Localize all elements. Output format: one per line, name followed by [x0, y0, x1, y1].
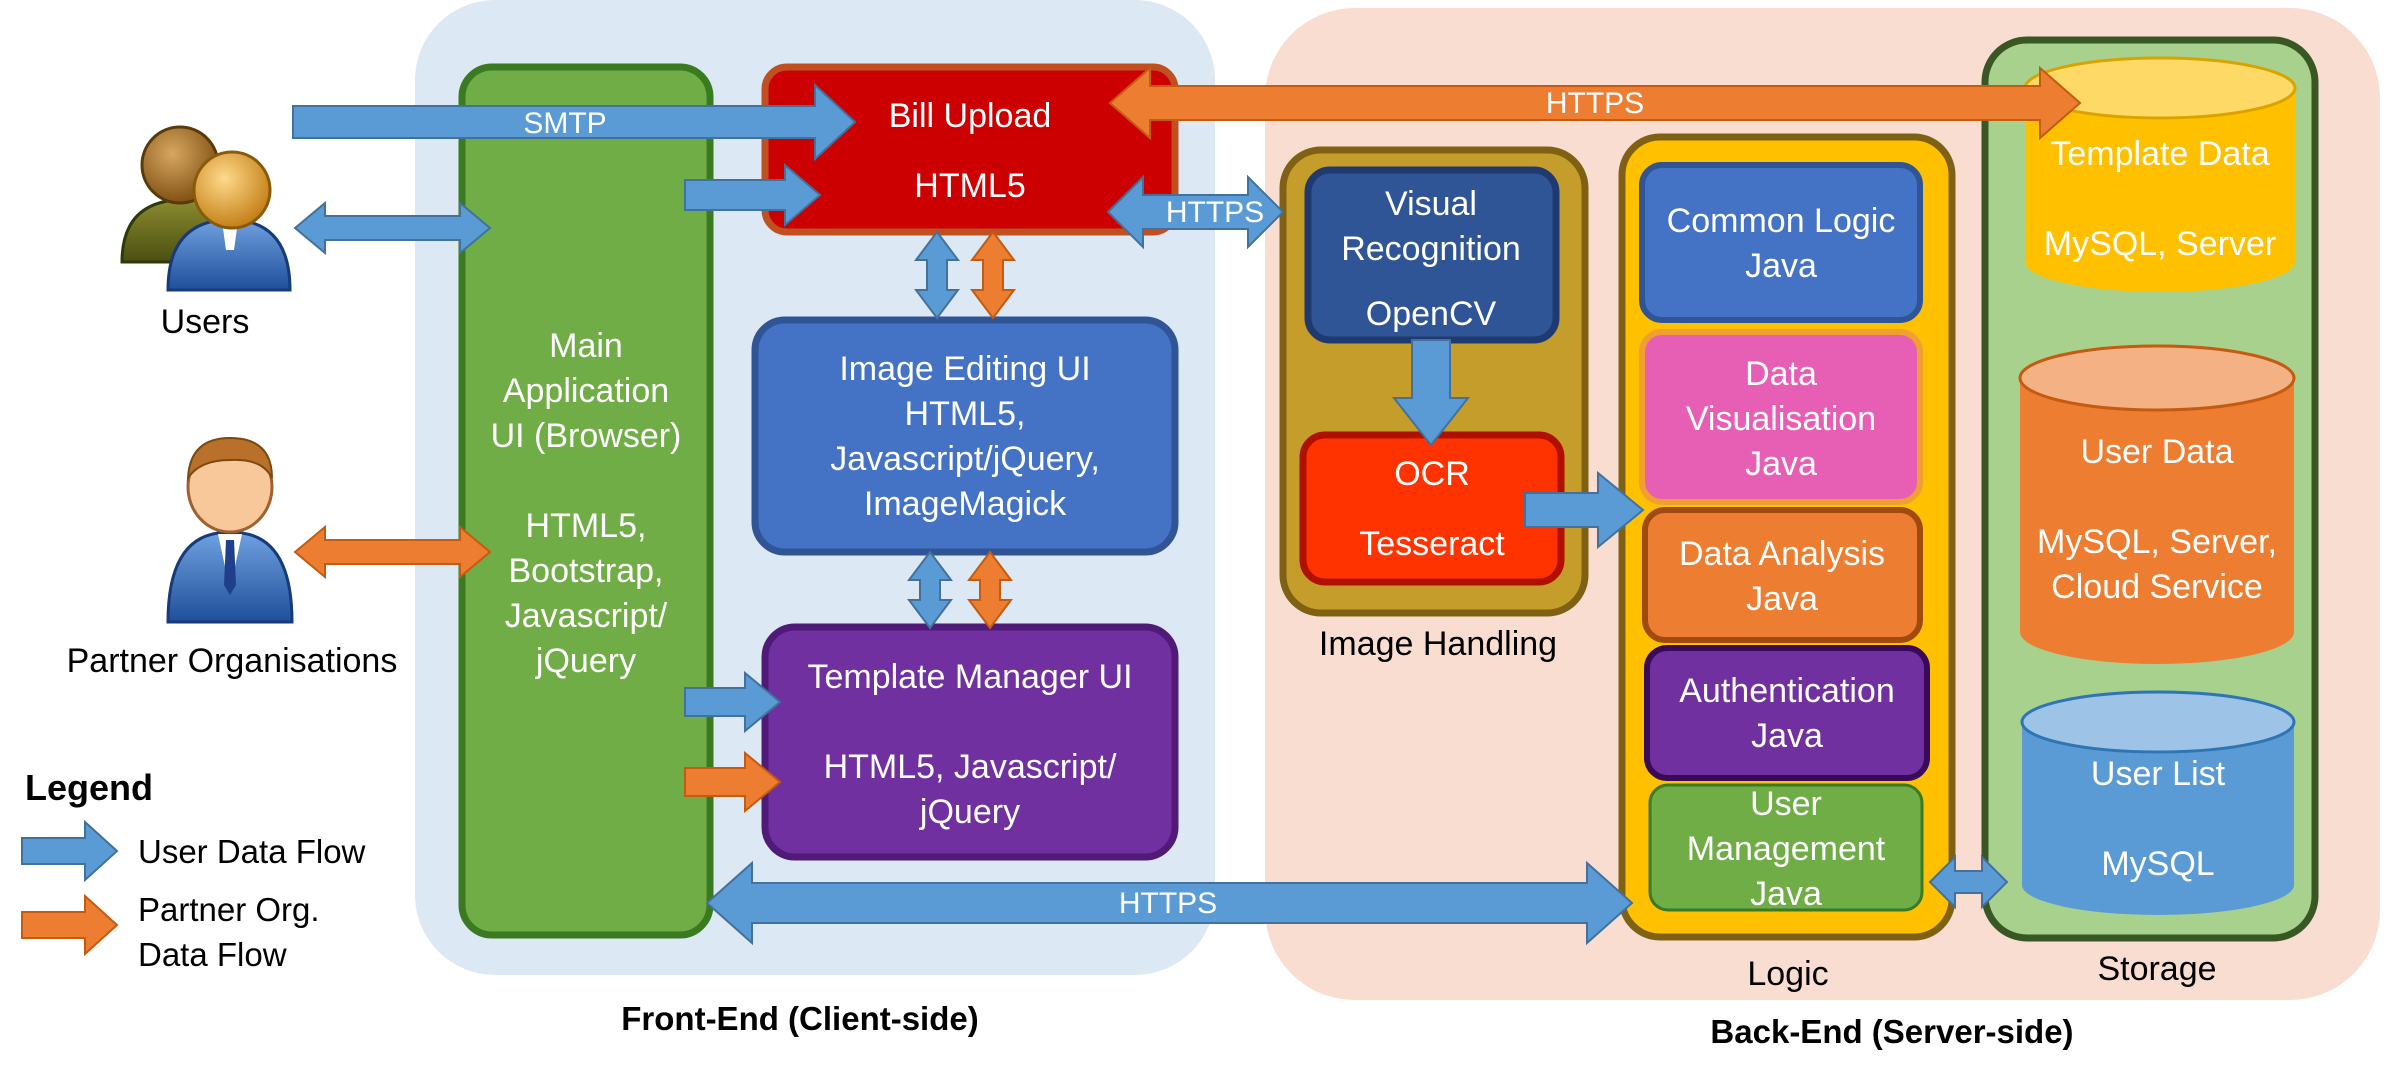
template-manager-label: Template Manager UI: [807, 658, 1132, 696]
main-app-label-1: Main: [549, 327, 623, 365]
legend-partner-flow-arrow: [21, 893, 119, 957]
main-app-box: [458, 63, 714, 939]
main-app-tech-2: Bootstrap,: [509, 552, 664, 590]
smtp-arrow-label: SMTP: [523, 107, 606, 140]
visual-recognition-tech: OpenCV: [1366, 295, 1497, 333]
https-storage-arrow-label: HTTPS: [1546, 87, 1644, 120]
user-list-label: User List: [2091, 755, 2226, 793]
visual-recognition-label-2: Recognition: [1341, 230, 1521, 268]
user-list-tech: MySQL: [2101, 845, 2214, 883]
template-data-tech: MySQL, Server: [2044, 225, 2276, 263]
data-visualisation-box: [1639, 329, 1923, 505]
image-editing-template-user-arrow: [907, 550, 953, 630]
https-visual-recognition-arrow: [1106, 174, 1285, 250]
main-app-tech-1: HTML5,: [526, 507, 647, 545]
https-logic-arrow-label: HTTPS: [1119, 887, 1217, 920]
smtp-arrow: [292, 82, 857, 162]
partner-organisations-label: Partner Organisations: [67, 642, 398, 680]
bill-image-editing-user-arrow: [914, 230, 960, 320]
legend-user-flow-arrow: [21, 819, 119, 883]
users-icon: [120, 125, 292, 292]
storage-label: Storage: [2097, 950, 2216, 988]
user-management-box: [1648, 783, 1924, 912]
template-data-cylinder: [2023, 56, 2297, 292]
authentication-box: [1644, 645, 1930, 781]
image-editing-tech-3: ImageMagick: [864, 485, 1067, 523]
image-editing-tech-1: HTML5,: [905, 395, 1026, 433]
user-management-user-list-arrow: [1928, 854, 2009, 910]
user-management-label-1: User: [1750, 785, 1822, 823]
template-manager-tech-2: jQuery: [919, 793, 1020, 831]
authentication-tech: Java: [1751, 717, 1823, 755]
common-logic-tech: Java: [1745, 247, 1817, 285]
data-visualisation-label-2: Visualisation: [1686, 400, 1876, 438]
main-to-bill-upload-arrow: [684, 162, 822, 228]
data-visualisation-label-1: Data: [1745, 355, 1817, 393]
data-analysis-label: Data Analysis: [1679, 535, 1885, 573]
user-management-label-2: Management: [1687, 830, 1886, 868]
main-app-label-2: Application: [503, 372, 669, 410]
legend-partner-flow-label-1: Partner Org.: [138, 891, 320, 928]
image-editing-template-partner-arrow: [967, 550, 1013, 630]
users-label: Users: [161, 303, 250, 341]
user-data-label: User Data: [2080, 433, 2233, 471]
image-editing-label: Image Editing UI: [839, 350, 1090, 388]
bill-upload-label: Bill Upload: [889, 97, 1052, 135]
user-management-tech: Java: [1750, 875, 1822, 913]
authentication-label: Authentication: [1679, 672, 1895, 710]
data-analysis-tech: Java: [1746, 580, 1818, 618]
visual-to-ocr-arrow: [1391, 339, 1471, 447]
main-app-tech-3: Javascript/: [505, 597, 668, 635]
frontend-label: Front-End (Client-side): [621, 1000, 978, 1037]
user-data-tech-2: Cloud Service: [2051, 568, 2263, 606]
data-visualisation-tech: Java: [1745, 445, 1817, 483]
https-storage-arrow: [1108, 65, 2082, 141]
backend-label: Back-End (Server-side): [1710, 1013, 2073, 1050]
main-app-tech-4: jQuery: [535, 642, 636, 680]
main-app-label-3: UI (Browser): [491, 417, 682, 455]
user-list-cylinder: [2020, 690, 2296, 915]
legend-partner-flow-label-2: Data Flow: [138, 936, 287, 973]
legend-user-flow-label: User Data Flow: [138, 833, 366, 870]
ocr-label: OCR: [1394, 455, 1470, 493]
user-data-tech-1: MySQL, Server,: [2037, 523, 2277, 561]
template-manager-box: [761, 623, 1179, 861]
data-analysis-box: [1642, 507, 1923, 643]
image-editing-box: [751, 316, 1179, 556]
logic-label: Logic: [1747, 955, 1828, 993]
users-main-app-arrow: [293, 200, 492, 256]
visual-recognition-label-1: Visual: [1385, 185, 1477, 223]
bill-image-editing-partner-arrow: [970, 230, 1016, 320]
user-data-cylinder: [2018, 344, 2296, 664]
https-logic-arrow: [705, 860, 1634, 946]
bill-upload-tech: HTML5: [914, 167, 1025, 205]
partner-organisations-icon: [166, 436, 294, 624]
image-handling-label: Image Handling: [1319, 625, 1557, 663]
template-manager-tech-1: HTML5, Javascript/: [824, 748, 1117, 786]
image-editing-tech-2: Javascript/jQuery,: [830, 440, 1100, 478]
partner-main-app-arrow: [293, 524, 492, 580]
main-to-template-manager-partner-arrow: [684, 750, 782, 814]
common-logic-label: Common Logic: [1667, 202, 1896, 240]
legend-title: Legend: [25, 767, 153, 808]
https-visual-recognition-label: HTTPS: [1166, 196, 1264, 229]
ocr-to-logic-arrow: [1524, 470, 1645, 550]
bill-upload-box: [761, 63, 1179, 236]
template-data-label: Template Data: [2050, 135, 2269, 173]
ocr-tech: Tesseract: [1359, 525, 1505, 563]
common-logic-box: [1639, 162, 1923, 323]
main-to-template-manager-arrow: [684, 670, 782, 734]
